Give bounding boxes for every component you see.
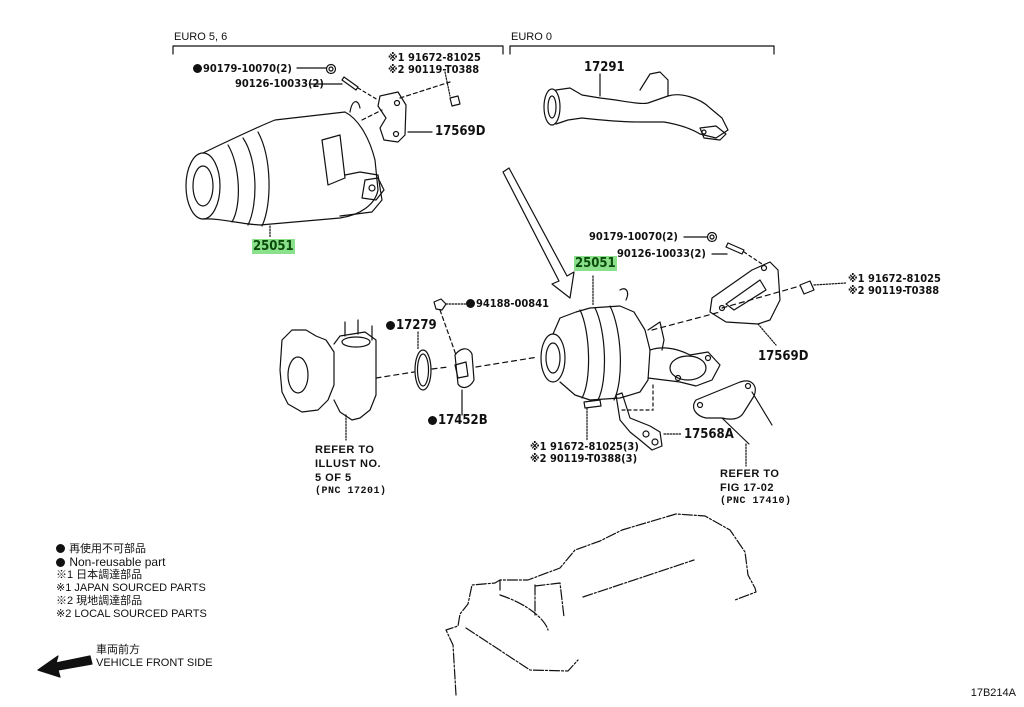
legend-local-jp: ※2 現地調達部品: [56, 595, 143, 607]
legend: 再使用不可部品 Non-reusable part ※1 日本調達部品 ※1 J…: [56, 543, 207, 621]
part-label-converter-main[interactable]: 25051: [574, 256, 617, 271]
vehicle-front-arrow-icon: [37, 655, 93, 678]
gasket-17279-drawing: [414, 331, 449, 391]
part-label-clamp[interactable]: 17452B: [428, 414, 488, 428]
non-reusable-dot-icon: [386, 321, 395, 330]
figure-code: 17B214A: [970, 687, 1016, 699]
part-label-bracket-lower[interactable]: 17568A: [684, 427, 734, 442]
stud-main: [711, 242, 763, 265]
legend-front-jp: 車両前方: [96, 644, 140, 656]
highlighted-part-number: 25051: [252, 239, 295, 254]
nut-top-left: [296, 63, 337, 75]
legend-local-en: ※2 LOCAL SOURCED PARTS: [56, 608, 207, 620]
bracket-euro56: [172, 45, 504, 55]
turbocharger-drawing: [279, 319, 415, 441]
converter-main-drawing: [540, 275, 721, 411]
part-label-bracket-main[interactable]: 17569D: [758, 349, 809, 364]
non-reusable-dot-icon: [56, 544, 65, 553]
clamp-nut-drawing: [433, 298, 467, 356]
refer-note-exhaust[interactable]: REFER TO FIG 17-02 (PNC 17410): [720, 468, 792, 507]
part-label-bolt-jp-3[interactable]: ※1 91672-81025(3): [530, 440, 639, 453]
part-label-clamp-nut[interactable]: 94188-00841: [466, 298, 549, 310]
legend-vehicle-front: 車両前方 VEHICLE FRONT SIDE: [96, 644, 213, 670]
refer-note-turbo[interactable]: REFER TO ILLUST NO. 5 OF 5 (PNC 17201): [315, 444, 387, 497]
part-label-converter-top[interactable]: 25051: [252, 239, 295, 254]
part-label-bolt-local-3[interactable]: ※2 90119-T0388(3): [530, 452, 638, 465]
direction-arrow: [502, 167, 575, 299]
highlighted-part-number: 25051: [574, 256, 617, 271]
part-label-nut-top[interactable]: 90179-10070(2): [193, 63, 292, 75]
bolt-top-left: [444, 71, 461, 107]
non-reusable-dot-icon: [428, 416, 437, 425]
legend-japan-en: ※1 JAPAN SOURCED PARTS: [56, 582, 206, 594]
part-label-bracket-top[interactable]: 17569D: [435, 124, 486, 139]
legend-japan-jp: ※1 日本調達部品: [56, 569, 143, 581]
pipe-17291-drawing: [543, 71, 729, 141]
section-label-euro56: EURO 5, 6: [174, 31, 228, 43]
bracket-euro0: [509, 45, 775, 55]
part-label-bolt-local-main[interactable]: ※2 90119-T0388: [848, 284, 940, 297]
non-reusable-dot-icon: [193, 64, 202, 73]
bracket-17569d-main-drawing: [709, 261, 801, 346]
bolt-lower: [583, 399, 602, 441]
clamp-17452b-drawing: [454, 348, 539, 416]
engine-outline: [445, 513, 757, 696]
legend-front-en: VEHICLE FRONT SIDE: [96, 657, 213, 669]
part-label-stud-main[interactable]: 90126-10033(2): [617, 247, 706, 260]
exhaust-flange-drawing: [693, 380, 773, 467]
bracket-17569d-top-drawing: [361, 81, 451, 143]
legend-nonreusable-en: Non-reusable part: [56, 556, 207, 569]
non-reusable-dot-icon: [56, 558, 65, 567]
converter-top-left-drawing: [185, 101, 385, 239]
section-label-euro0: EURO 0: [511, 31, 552, 43]
part-label-pipe[interactable]: 17291: [584, 60, 625, 75]
part-label-stud-top[interactable]: 90126-10033(2): [235, 77, 324, 90]
bolt-main: [799, 280, 847, 295]
bracket-17568a-drawing: [615, 392, 683, 451]
legend-nonreusable-jp: 再使用不可部品: [56, 543, 207, 556]
part-label-bolt-local-top[interactable]: ※2 90119-T0388: [388, 63, 480, 76]
part-label-nut-main[interactable]: 90179-10070(2): [589, 230, 678, 243]
stud-top-left: [310, 76, 379, 101]
non-reusable-dot-icon: [466, 299, 475, 308]
part-label-gasket[interactable]: 17279: [386, 319, 437, 333]
part-label-bolt-jp-top[interactable]: ※1 91672-81025: [388, 51, 481, 64]
nut-main: [683, 231, 718, 243]
part-label-bolt-jp-main[interactable]: ※1 91672-81025: [848, 272, 941, 285]
